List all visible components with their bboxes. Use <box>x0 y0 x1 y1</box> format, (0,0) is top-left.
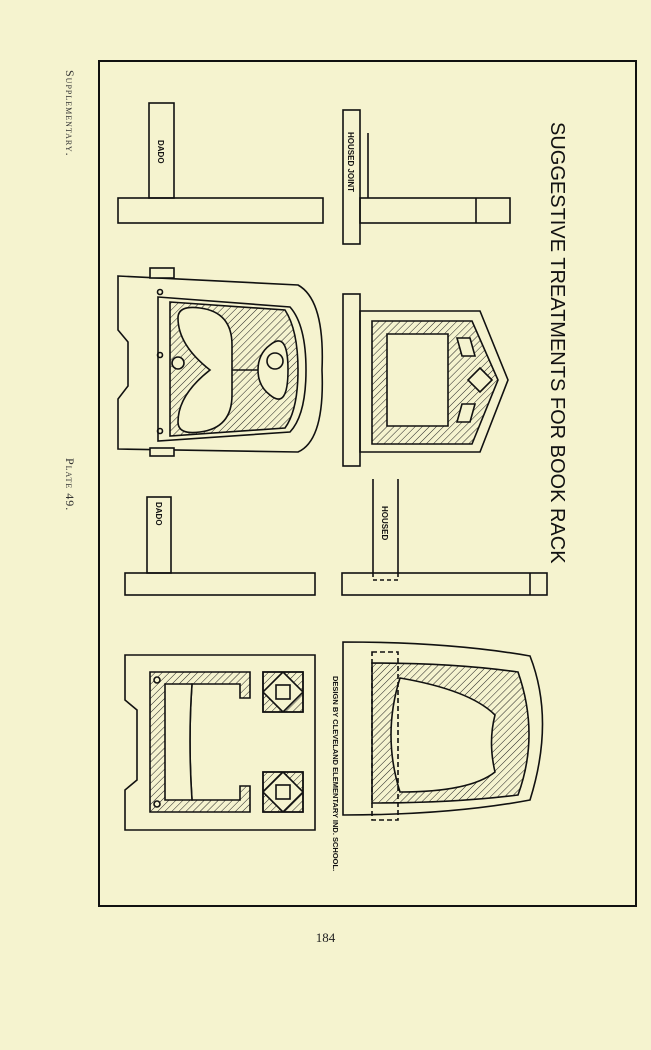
shelf-panel-pointed <box>342 293 509 467</box>
dado-joint-middle <box>124 496 316 596</box>
running-head: Supplementary. <box>63 70 77 157</box>
dado-label-top: DADO <box>156 140 165 164</box>
dado-joint-top <box>117 102 324 224</box>
page-number: 184 <box>315 930 336 945</box>
end-panel-geometric <box>124 654 316 831</box>
housed-label: HOUSED <box>380 506 389 540</box>
housed-joint-top <box>342 109 511 245</box>
plate-label: Plate 49. <box>63 458 77 512</box>
end-panel-arched <box>342 641 544 821</box>
plate-title: SUGGESTIVE TREATMENTS FOR BOOK RACK <box>546 122 568 564</box>
plate-frame <box>98 60 637 907</box>
housed-joint-label: HOUSED JOINT <box>346 132 355 192</box>
design-credit: DESIGN BY CLEVELAND ELEMENTARY IND. SCHO… <box>331 676 340 871</box>
housed-joint-middle <box>341 479 548 596</box>
end-panel-heart <box>117 267 324 457</box>
dado-label-middle: DADO <box>154 502 163 526</box>
